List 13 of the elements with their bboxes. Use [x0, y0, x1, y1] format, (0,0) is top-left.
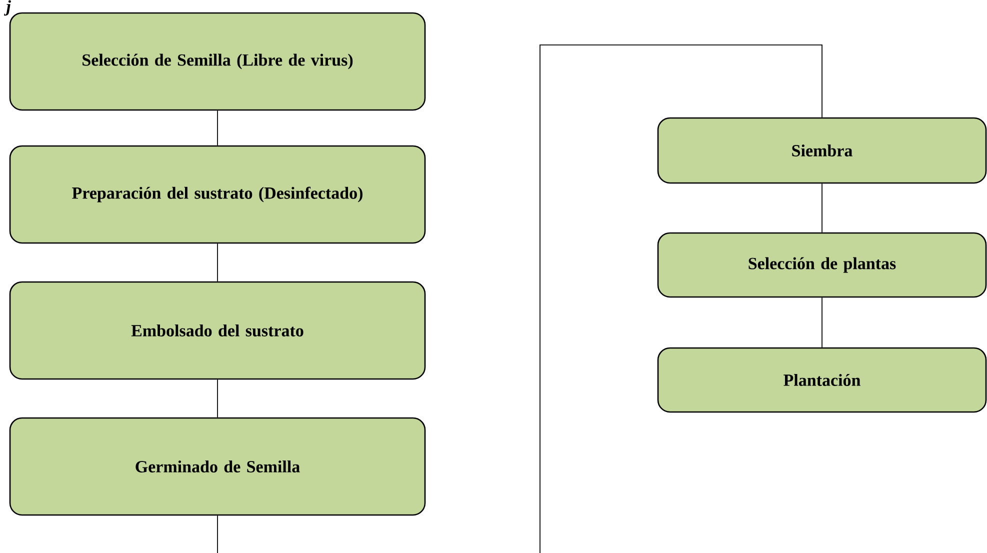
fragment-letter: j	[4, 0, 11, 16]
connector-line	[217, 515, 218, 553]
connector-line	[217, 379, 218, 418]
process-box: Siembra	[657, 117, 987, 184]
process-box: Selección de Semilla (Libre de virus)	[9, 12, 426, 111]
process-box: Germinado de Semilla	[9, 417, 426, 516]
connector-line	[540, 44, 822, 553]
process-box: Selección de plantas	[657, 232, 987, 298]
process-box: Embolsado del sustrato	[9, 281, 426, 380]
connector-line	[217, 110, 218, 146]
process-box: Plantación	[657, 347, 987, 413]
connector-line	[217, 243, 218, 282]
process-box: Preparación del sustrato (Desinfectado)	[9, 145, 426, 244]
